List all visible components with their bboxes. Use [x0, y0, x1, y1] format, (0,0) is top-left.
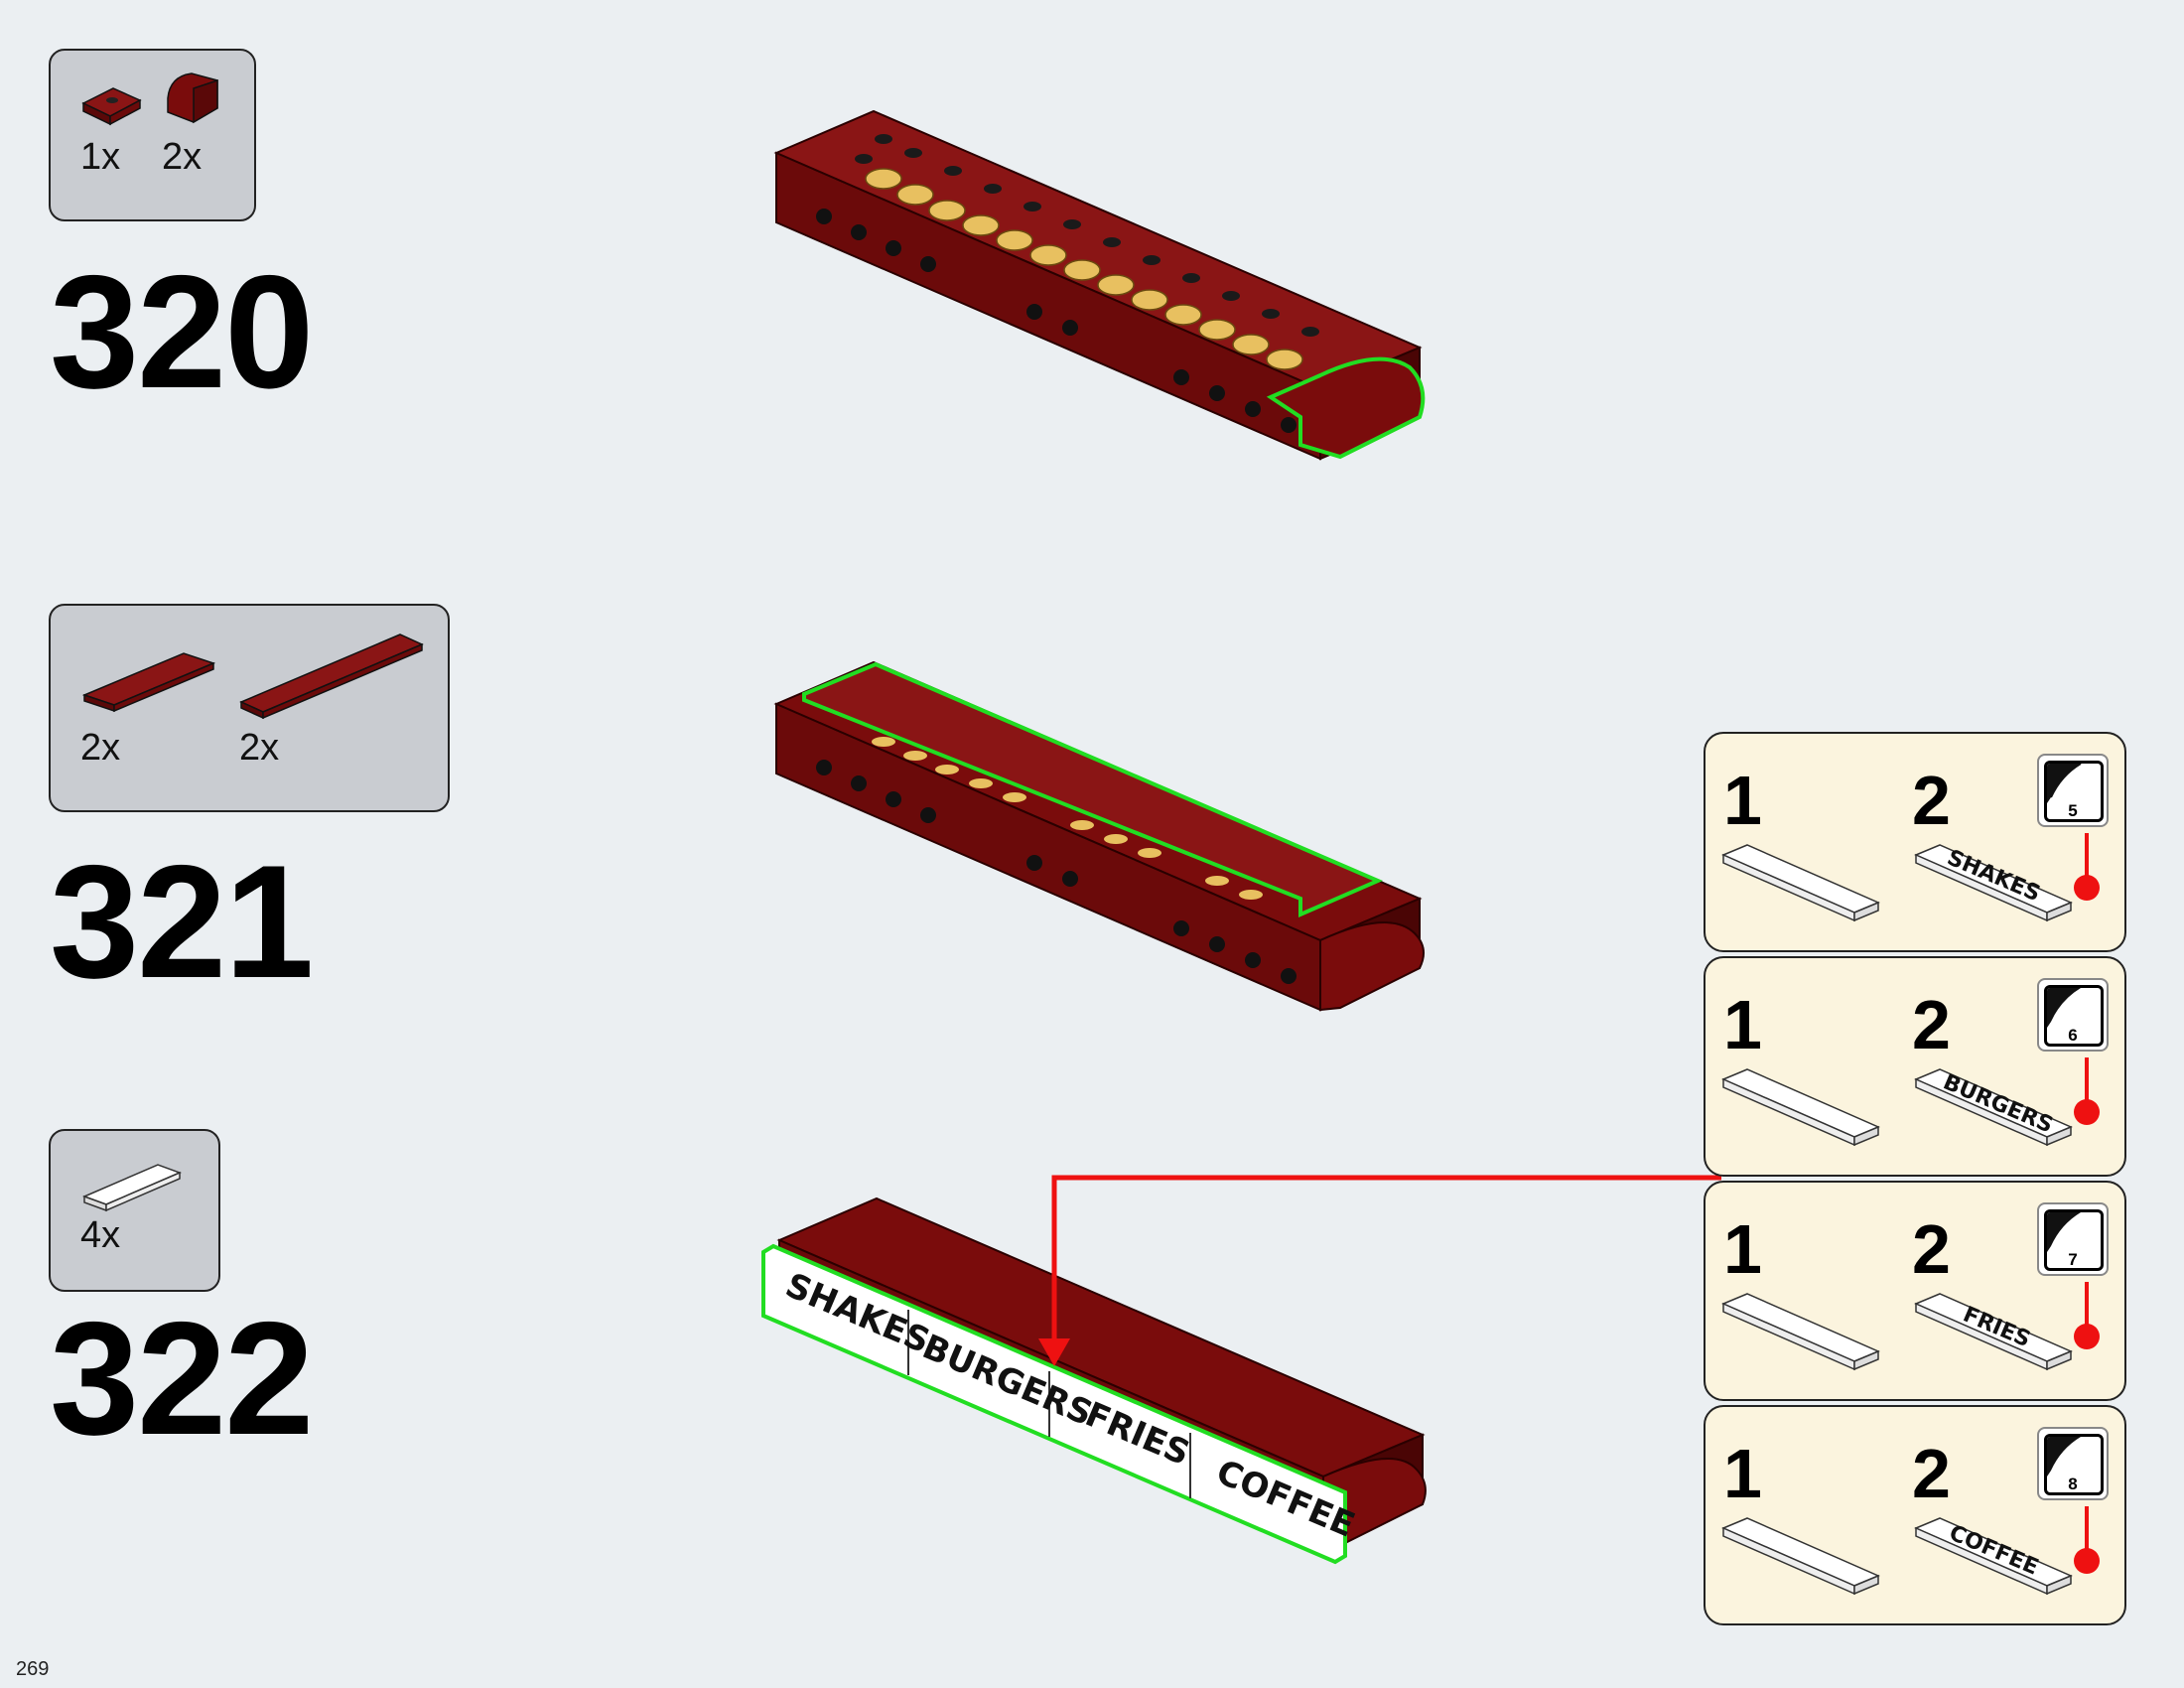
tile-blank-icon: BURGERS [1721, 1057, 2100, 1147]
substep-number: 2 [1912, 1435, 1951, 1512]
step-number-320: 320 [50, 242, 314, 422]
tile-short-icon [81, 652, 216, 713]
sticker-badge: 5 [2037, 754, 2109, 827]
tile-blank-icon: COFFEE [1721, 1506, 2100, 1596]
parts-box-step-320: 1x 2x [49, 49, 256, 221]
model-step-321 [773, 660, 1425, 1012]
parts-box-step-322: 4x [49, 1129, 220, 1292]
subassembly-panel-coffee: 1 2 8 COFFEE [1704, 1405, 2126, 1625]
parts-box-step-321: 2x 2x [49, 604, 450, 812]
sticker-number: 8 [2068, 1475, 2078, 1493]
part-qty: 2x [239, 727, 280, 769]
substep-number: 1 [1723, 986, 1762, 1063]
model-step-320 [773, 109, 1426, 461]
part-qty: 1x [80, 136, 121, 178]
step-number-321: 321 [50, 832, 314, 1012]
tile-long-icon [239, 633, 424, 720]
substep-number: 1 [1723, 762, 1762, 839]
substep-number: 2 [1912, 986, 1951, 1063]
step-number-322: 322 [50, 1289, 314, 1469]
model-step-322: SHAKES BURGERS FRIES COFFEE [761, 1196, 1427, 1565]
part-qty: 2x [80, 727, 121, 769]
curved-slope-icon [167, 72, 218, 124]
substep-number: 2 [1912, 762, 1951, 839]
sticker-number: 5 [2068, 801, 2078, 820]
page-number: 269 [16, 1658, 50, 1680]
white-tile-icon [81, 1164, 183, 1212]
part-qty: 2x [162, 136, 203, 178]
tile-blank-icon: FRIES [1721, 1282, 2100, 1371]
sticker-badge: 6 [2037, 978, 2109, 1052]
plate-icon [81, 87, 142, 126]
subassembly-panel-burgers: 1 2 6 BURGERS [1704, 956, 2126, 1177]
part-qty: 4x [80, 1214, 121, 1256]
substep-number: 1 [1723, 1435, 1762, 1512]
sticker-badge: 7 [2037, 1202, 2109, 1276]
sticker-badge: 8 [2037, 1427, 2109, 1500]
sticker-number: 6 [2068, 1026, 2078, 1045]
subassembly-panel-fries: 1 2 7 FRIES [1704, 1181, 2126, 1401]
substep-number: 2 [1912, 1210, 1951, 1288]
sticker-number: 7 [2068, 1250, 2078, 1269]
tile-blank-icon: SHAKES [1721, 833, 2100, 922]
subassembly-panel-shakes: 1 2 5 SHAKES [1704, 732, 2126, 952]
substep-number: 1 [1723, 1210, 1762, 1288]
